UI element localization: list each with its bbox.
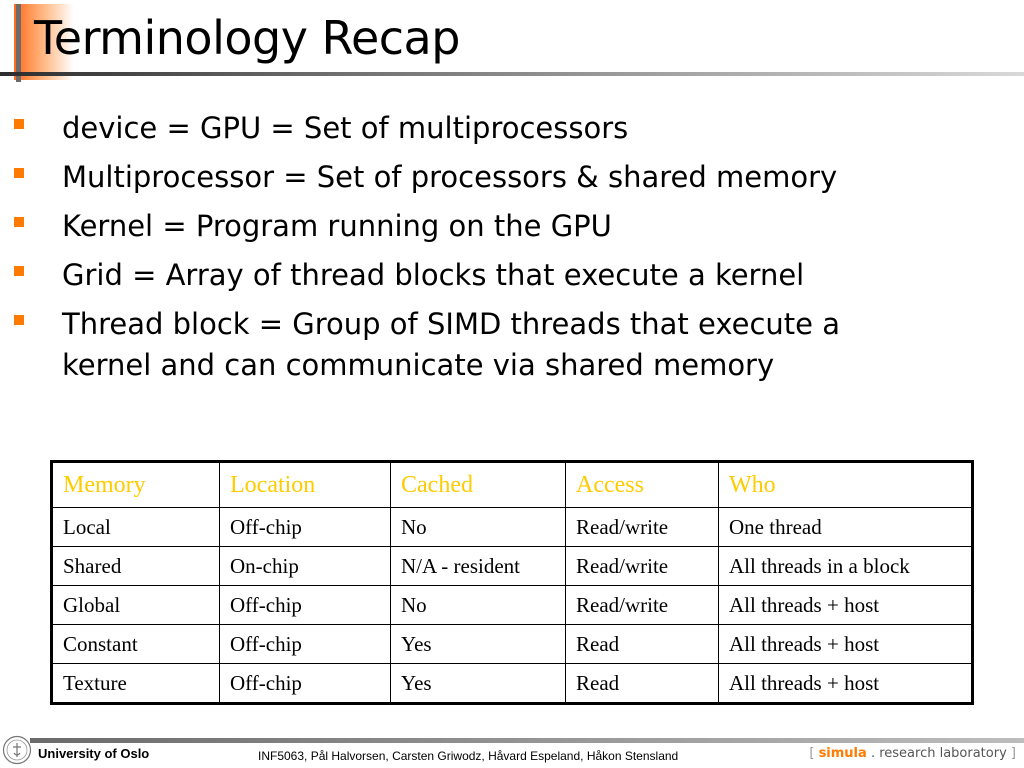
table-cell: On-chip xyxy=(219,546,391,586)
column-header-memory: Memory xyxy=(51,461,220,508)
university-seal-icon xyxy=(2,735,32,765)
memory-table: Memory Location Cached Access Who Local … xyxy=(50,460,974,705)
table-cell: Read/write xyxy=(565,507,719,547)
table-cell: All threads + host xyxy=(718,585,973,625)
table-cell: No xyxy=(390,507,566,547)
title-rule xyxy=(0,72,1024,76)
footer-credits: INF5063, Pål Halvorsen, Carsten Griwodz,… xyxy=(258,749,679,763)
table-cell: N/A - resident xyxy=(390,546,566,586)
bullet-list: device = GPU = Set of multiprocessors Mu… xyxy=(14,108,914,394)
table-cell: One thread xyxy=(718,507,973,547)
table-cell: Shared xyxy=(51,546,220,586)
table-row: Shared On-chip N/A - resident Read/write… xyxy=(51,546,973,586)
lab-dot: . xyxy=(870,746,876,761)
lab-simula: simula xyxy=(818,746,867,761)
footer-rule xyxy=(30,738,1024,743)
simula-lab-logo: [ simula . research laboratory ] xyxy=(809,746,1016,761)
title-accent-bar xyxy=(16,4,21,82)
lab-bracket-open: [ xyxy=(809,746,815,761)
bullet-text: Multiprocessor = Set of processors & sha… xyxy=(62,160,838,194)
table-row: Texture Off-chip Yes Read All threads + … xyxy=(51,663,973,704)
table-cell: Read/write xyxy=(565,585,719,625)
table-cell: Constant xyxy=(51,624,220,664)
column-header-who: Who xyxy=(718,461,973,508)
table-cell: Read/write xyxy=(565,546,719,586)
table-cell: Read xyxy=(565,663,719,704)
slide-title: Terminology Recap xyxy=(34,11,460,65)
column-header-access: Access xyxy=(565,461,719,508)
table-cell: Yes xyxy=(390,663,566,704)
table-cell: Off-chip xyxy=(219,507,391,547)
university-name: University of Oslo xyxy=(38,746,150,761)
bullet-item: Thread block = Group of SIMD threads tha… xyxy=(14,304,914,386)
table-header-row: Memory Location Cached Access Who xyxy=(51,461,973,508)
table-cell: Off-chip xyxy=(219,624,391,664)
square-bullet-icon xyxy=(14,168,24,178)
column-header-cached: Cached xyxy=(390,461,566,508)
bullet-item: Multiprocessor = Set of processors & sha… xyxy=(14,157,914,198)
column-header-location: Location xyxy=(219,461,391,508)
title-accent xyxy=(14,4,74,80)
bullet-text: Kernel = Program running on the GPU xyxy=(62,209,612,243)
lab-rest: research laboratory xyxy=(879,746,1007,761)
table-cell: Local xyxy=(51,507,220,547)
table-row: Global Off-chip No Read/write All thread… xyxy=(51,585,973,625)
table-cell: All threads in a block xyxy=(718,546,973,586)
table-row: Constant Off-chip Yes Read All threads +… xyxy=(51,624,973,664)
square-bullet-icon xyxy=(14,266,24,276)
bullet-item: Kernel = Program running on the GPU xyxy=(14,206,914,247)
lab-bracket-close: ] xyxy=(1010,746,1016,761)
table-cell: Texture xyxy=(51,663,220,704)
bullet-text: Grid = Array of thread blocks that execu… xyxy=(62,258,805,292)
bullet-text: Thread block = Group of SIMD threads tha… xyxy=(62,307,840,382)
table-cell: Global xyxy=(51,585,220,625)
table-cell: No xyxy=(390,585,566,625)
bullet-item: device = GPU = Set of multiprocessors xyxy=(14,108,914,149)
table-cell: All threads + host xyxy=(718,663,973,704)
bullet-text: device = GPU = Set of multiprocessors xyxy=(62,111,629,145)
square-bullet-icon xyxy=(14,217,24,227)
table-cell: Off-chip xyxy=(219,585,391,625)
square-bullet-icon xyxy=(14,119,24,129)
table-row: Local Off-chip No Read/write One thread xyxy=(51,507,973,547)
table-cell: Yes xyxy=(390,624,566,664)
table-cell: All threads + host xyxy=(718,624,973,664)
square-bullet-icon xyxy=(14,315,24,325)
bullet-item: Grid = Array of thread blocks that execu… xyxy=(14,255,914,296)
table-cell: Read xyxy=(565,624,719,664)
table-cell: Off-chip xyxy=(219,663,391,704)
